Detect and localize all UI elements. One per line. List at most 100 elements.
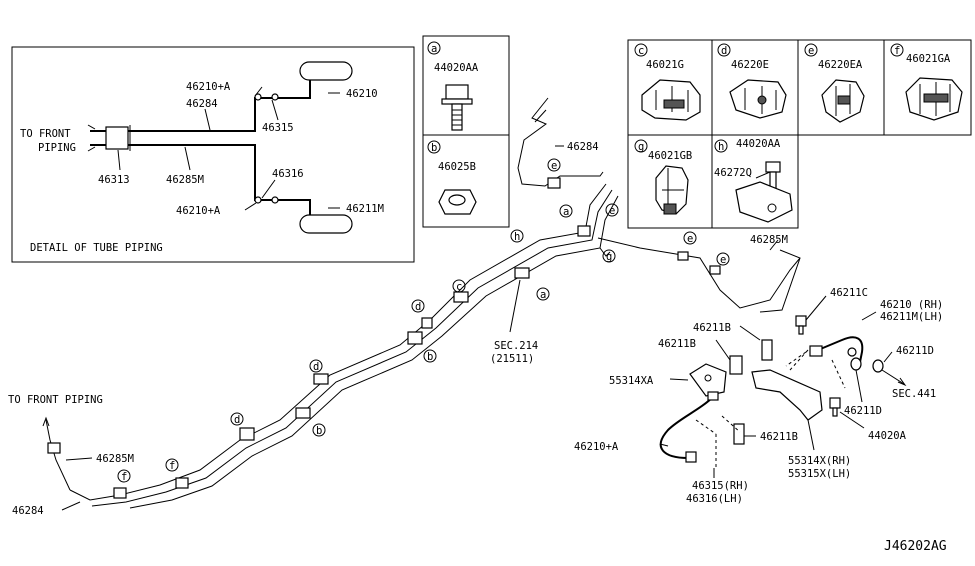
label-46284-top: 46284 xyxy=(567,141,599,153)
part-code-h-bracket: 46272Q xyxy=(714,167,752,179)
bracket-46211b-3 xyxy=(733,423,745,445)
callout-f-main-2[interactable] xyxy=(117,469,131,483)
callout-e-main-2[interactable] xyxy=(605,203,619,217)
washer-46211d-1 xyxy=(872,359,884,373)
callout-e-box: e xyxy=(808,45,814,57)
callout-a-main-2[interactable] xyxy=(536,287,550,301)
label-46316-lh: 46316(LH) xyxy=(686,493,743,505)
detail-label-46210a-bottom: 46210+A xyxy=(176,205,221,217)
bolt-46211c-icon xyxy=(795,315,807,335)
part-code-d: 46220E xyxy=(731,59,769,71)
detail-label-46316: 46316 xyxy=(272,168,304,180)
nut-46025b-icon xyxy=(438,189,477,215)
main-labels: 46284 46285M SEC.214 (21511) TO FRONT PI… xyxy=(8,141,788,517)
parts-grid-ab: a 44020AA b 46025B xyxy=(422,35,510,228)
callout-d-main-3[interactable] xyxy=(230,412,244,426)
label-46210a-main: 46210+A xyxy=(574,441,619,453)
callout-g-main[interactable] xyxy=(602,249,616,263)
svg-text:c: c xyxy=(456,281,462,293)
svg-text:b: b xyxy=(316,425,322,437)
detail-label-46210a-top: 46210+A xyxy=(186,81,231,93)
connector-46313 xyxy=(105,126,129,150)
callout-b-box: b xyxy=(431,142,437,154)
part-code-g: 46021GB xyxy=(648,150,692,162)
label-46211c: 46211C xyxy=(830,287,868,299)
callout-d-box: d xyxy=(721,45,727,57)
detail-title: DETAIL OF TUBE PIPING xyxy=(30,242,163,254)
detail-label-46210: 46210 xyxy=(346,88,378,100)
callout-c-main[interactable] xyxy=(452,279,466,293)
tank-bottom xyxy=(299,214,353,234)
svg-text:e: e xyxy=(720,254,726,266)
callout-h-main[interactable] xyxy=(510,229,524,243)
svg-text:g: g xyxy=(606,251,612,263)
label-46285m-left: 46285M xyxy=(96,453,134,465)
part-code-b: 46025B xyxy=(438,161,476,173)
main-callouts: e a e g h e e c a d b d d b f f xyxy=(117,158,730,483)
main-tube-routing xyxy=(42,97,801,509)
label-55315x-lh: 55315X(LH) xyxy=(788,468,851,480)
label-to-front-piping: TO FRONT PIPING xyxy=(8,394,103,406)
label-46211b-1: 46211B xyxy=(693,322,731,334)
tank-top xyxy=(299,61,353,81)
callout-b-main[interactable] xyxy=(423,349,437,363)
clip-46021gb-icon xyxy=(655,165,689,215)
callout-c-box: c xyxy=(638,45,644,57)
label-55314xa: 55314XA xyxy=(609,375,654,387)
clip-46021g-icon xyxy=(641,79,701,121)
part-code-e: 46220EA xyxy=(818,59,863,71)
bolt-44020a-icon xyxy=(829,397,841,417)
callout-e-main-1[interactable] xyxy=(547,158,561,172)
diagram-id: J46202AG xyxy=(884,539,947,554)
part-code-a: 44020AA xyxy=(434,62,479,74)
label-44020a: 44020A xyxy=(868,430,907,442)
detail-tube-piping-panel: 46210+A 46284 46210 46315 46313 46285M 4… xyxy=(11,46,415,263)
bracket-55314x xyxy=(751,369,823,421)
rear-axle-cluster: 46211B 46211B 55314XA 46210+A 46211B 463… xyxy=(574,287,943,505)
callout-b-main-2[interactable] xyxy=(312,423,326,437)
svg-text:e: e xyxy=(687,233,693,245)
bolt-44020aa-icon xyxy=(441,84,473,131)
bracket-46211b-2 xyxy=(729,355,743,375)
part-code-c: 46021G xyxy=(646,59,684,71)
svg-text:b: b xyxy=(427,351,433,363)
label-46211b-2: 46211B xyxy=(658,338,696,350)
detail-label-46285m: 46285M xyxy=(166,174,204,186)
svg-text:e: e xyxy=(551,160,557,172)
callout-e-main-3[interactable] xyxy=(683,231,697,245)
detail-piping: PIPING xyxy=(38,142,76,154)
callout-e-main-4[interactable] xyxy=(716,252,730,266)
callout-f-box: f xyxy=(894,45,900,57)
label-46211b-3: 46211B xyxy=(760,431,798,443)
label-46285m-right: 46285M xyxy=(750,234,788,246)
part-code-f: 46021GA xyxy=(906,53,951,65)
clip-46220ea-icon xyxy=(821,79,865,123)
detail-label-46315: 46315 xyxy=(262,122,294,134)
callout-d-main-2[interactable] xyxy=(309,359,323,373)
svg-text:d: d xyxy=(415,301,421,313)
label-sec441: SEC.441 xyxy=(892,388,936,400)
svg-text:h: h xyxy=(514,231,520,243)
callout-h-box: h xyxy=(718,141,724,153)
svg-text:e: e xyxy=(609,205,615,217)
label-46284-left: 46284 xyxy=(12,505,44,517)
svg-text:a: a xyxy=(563,206,569,218)
svg-text:d: d xyxy=(234,414,240,426)
parts-grid-ch: c 46021G d 46220E e 46220EA f 46021GA xyxy=(627,39,972,229)
label-46210-rh: 46210 (RH) xyxy=(880,299,943,311)
label-46211d-1: 46211D xyxy=(896,345,934,357)
callout-a-main-1[interactable] xyxy=(559,204,573,218)
part-code-h-bolt: 44020AA xyxy=(736,138,781,150)
callout-f-main-1[interactable] xyxy=(165,458,179,472)
svg-text:f: f xyxy=(169,460,175,472)
detail-to-front: TO FRONT xyxy=(20,128,71,140)
label-46211d-2: 46211D xyxy=(844,405,882,417)
clip-46021ga-icon xyxy=(905,77,963,121)
detail-label-46284: 46284 xyxy=(186,98,218,110)
label-sec214: SEC.214 xyxy=(494,340,538,352)
detail-label-46313: 46313 xyxy=(98,174,130,186)
clip-46220e-icon xyxy=(729,79,787,119)
callout-d-main-1[interactable] xyxy=(411,299,425,313)
label-46315-rh: 46315(RH) xyxy=(692,480,749,492)
detail-label-46211m: 46211M xyxy=(346,203,384,215)
